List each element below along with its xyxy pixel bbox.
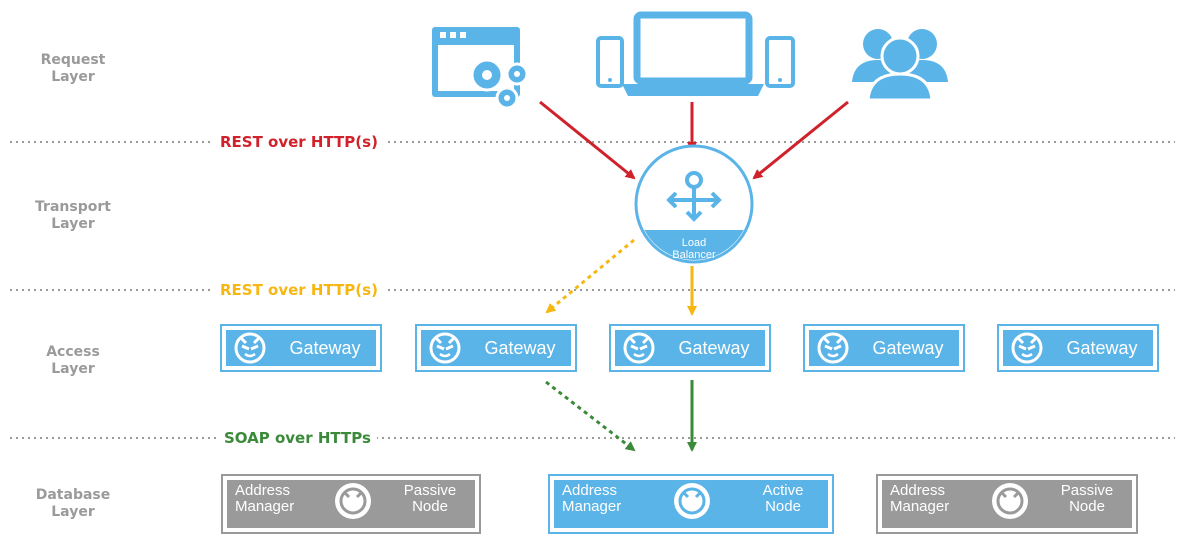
- gateway-label: Gateway: [1066, 337, 1138, 358]
- gateway-node-2: Gateway: [415, 324, 577, 372]
- load-balancer-label-line: Load: [681, 237, 707, 249]
- db-node-text-line: Passive: [1060, 482, 1114, 499]
- layer-label-line: Layer: [51, 69, 95, 85]
- db-node-text-line: Manager: [235, 498, 295, 515]
- gateway-node-3: Gateway: [609, 324, 771, 372]
- db-mascot-icon: [333, 481, 373, 525]
- layer-label-line: Access: [46, 344, 100, 360]
- db-node-text-line: Node: [1069, 498, 1105, 515]
- layer-label-line: Layer: [51, 361, 95, 377]
- gateway-node-4: Gateway: [803, 324, 965, 372]
- db-node-left-text: Address Manager: [235, 483, 325, 515]
- gateway-mascot-icon: [809, 330, 857, 366]
- layer-label-line: Request: [40, 52, 106, 68]
- layer-label-transport: Transport Layer: [18, 199, 128, 233]
- db-node-text-line: Active: [762, 482, 804, 499]
- layer-label-request: Request Layer: [18, 52, 128, 86]
- protocol-label-rest-1: REST over HTTP(s): [214, 133, 384, 151]
- protocol-label-rest-2: REST over HTTP(s): [214, 281, 384, 299]
- db-node-passive-2: Address Manager Passive Node: [876, 474, 1138, 534]
- load-balancer-label-line: Balancer: [672, 249, 716, 261]
- gateway-node-5: Gateway: [997, 324, 1159, 372]
- gateway-label: Gateway: [484, 337, 556, 358]
- protocol-label-soap: SOAP over HTTPs: [218, 429, 377, 447]
- db-node-text-line: Manager: [562, 498, 622, 515]
- db-node-text-line: Address: [235, 482, 291, 499]
- layer-label-access: Access Layer: [18, 344, 128, 378]
- db-node-text-line: Node: [412, 498, 448, 515]
- architecture-diagram: Request Layer Transport Layer Access Lay…: [10, 11, 1175, 534]
- gateway-label: Gateway: [289, 337, 361, 358]
- db-node-left-text: Address Manager: [890, 483, 980, 515]
- db-node-active: Address Manager Active Node: [548, 474, 834, 534]
- gateway-node-1: Gateway: [220, 324, 382, 372]
- db-node-text-line: Address: [890, 482, 946, 499]
- db-node-text-line: Manager: [890, 498, 950, 515]
- gateway-label: Gateway: [678, 337, 750, 358]
- diagram-canvas: [10, 11, 1175, 452]
- db-node-text-line: Node: [765, 498, 801, 515]
- db-node-passive-1: Address Manager Passive Node: [221, 474, 481, 534]
- layer-label-line: Layer: [51, 504, 95, 520]
- db-mascot-icon: [990, 481, 1030, 525]
- gateway-label: Gateway: [872, 337, 944, 358]
- gateway-mascot-icon: [1003, 330, 1051, 366]
- db-node-left-text: Address Manager: [562, 483, 652, 515]
- browser-app-icon: [432, 27, 529, 110]
- db-node-right-text: Passive Node: [1052, 483, 1122, 515]
- load-balancer-icon: [666, 171, 722, 222]
- load-balancer: [634, 144, 754, 264]
- layer-label-line: Layer: [51, 216, 95, 232]
- gateway-mascot-icon: [421, 330, 469, 366]
- gateway-mascot-icon: [226, 330, 274, 366]
- layer-label-line: Transport: [35, 199, 111, 215]
- users-group-icon: [852, 29, 948, 102]
- gateway-mascot-icon: [615, 330, 663, 366]
- db-node-right-text: Active Node: [748, 483, 818, 515]
- db-node-text-line: Passive: [403, 482, 457, 499]
- db-mascot-icon: [672, 481, 712, 525]
- layer-label-line: Database: [35, 487, 111, 503]
- devices-icon: [596, 11, 795, 96]
- db-node-text-line: Address: [562, 482, 618, 499]
- db-node-right-text: Passive Node: [395, 483, 465, 515]
- load-balancer-label: Load Balancer: [640, 237, 748, 261]
